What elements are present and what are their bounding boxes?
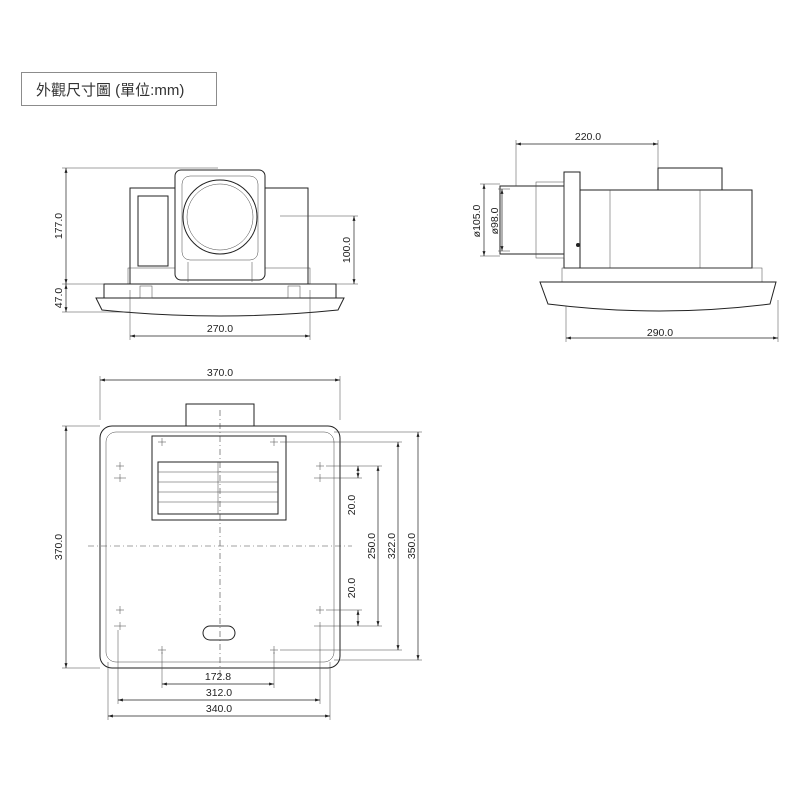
bottom-height-dim: 370.0 [53,534,65,560]
side-panel [539,281,777,312]
side-housing [569,189,753,269]
front-flange-dim: 47.0 [53,288,65,309]
drawing-title-text: 外觀尺寸圖 (單位:mm) [36,81,185,99]
front-motor-block [137,195,169,267]
bottom-mount-width-dim: 312.0 [206,687,232,699]
bottom-hole-spacing-dim: 172.8 [205,671,231,683]
front-duct-height-dim: 100.0 [341,237,353,263]
bottom-upper-offset-dim: 20.0 [346,495,358,516]
side-depth-dim: 220.0 [575,131,601,143]
bottom-lower-offset-dim: 20.0 [346,578,358,599]
side-top-block [657,167,723,191]
front-height-dim: 177.0 [53,213,65,239]
front-view: 177.0 47.0 100.0 270.0 [53,167,358,340]
bottom-view: 370.0 370.0 172.8 312.0 340.0 20.0 20.0 … [53,367,422,720]
bottom-width-dim: 370.0 [207,367,233,379]
drawing-title: 外觀尺寸圖 (單位:mm) [21,72,217,106]
side-inner-dia-dim: ø98.0 [489,207,501,234]
side-panel-dim: 290.0 [647,327,673,339]
side-duct-flange [563,171,581,269]
bottom-mount-height-dim: 250.0 [366,533,378,559]
mount-hole-marks [114,438,326,654]
front-flange [103,283,337,299]
bottom-handle-slot [202,625,236,641]
bottom-inner-height-dim: 322.0 [386,533,398,559]
front-panel [95,297,345,317]
side-duct-collar [499,185,565,255]
bottom-outer-mount-width-dim: 340.0 [206,703,232,715]
front-duct-opening [182,179,258,255]
side-view: 220.0 ø105.0 ø98.0 290.0 [471,131,779,342]
side-outer-dia-dim: ø105.0 [471,205,483,238]
bottom-outer-height-dim: 350.0 [406,533,418,559]
front-width-dim: 270.0 [207,323,233,335]
